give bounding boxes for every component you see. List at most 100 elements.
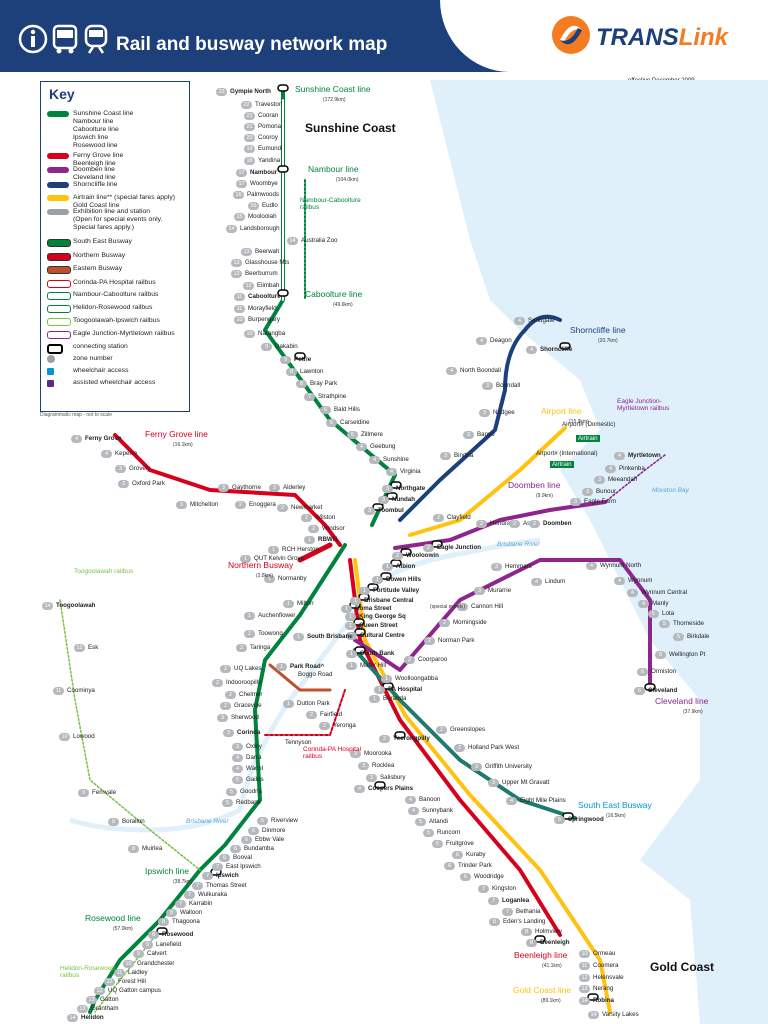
station-label[interactable]: Nerang [593, 985, 614, 992]
station-label[interactable]: Rosewood [162, 931, 194, 938]
station-label[interactable]: Sunnybank [422, 807, 453, 814]
station-label[interactable]: Walloon [180, 909, 203, 916]
station-label[interactable]: Gailes [246, 776, 264, 783]
station-label[interactable]: UQ Lakes [234, 665, 262, 672]
station-label[interactable]: South Brisbane [307, 633, 353, 640]
station-label[interactable]: Doomben [543, 520, 572, 527]
station-label[interactable]: Woolloongabba [395, 675, 438, 682]
station-label[interactable]: Banyo [477, 431, 495, 438]
station-label[interactable]: Lanefield [156, 941, 182, 948]
station-label[interactable]: Ebbw Vale [255, 836, 285, 843]
station-label[interactable]: Milton [297, 600, 314, 607]
station-label[interactable]: Coopers Plains [368, 785, 414, 792]
station-label[interactable]: Wynnum [628, 577, 653, 584]
station-label[interactable]: Fortitude Valley [373, 587, 420, 594]
station-label[interactable]: UQ Gatton campus [108, 987, 161, 994]
station-label[interactable]: Muirlea [142, 845, 163, 852]
station-label[interactable]: Nudgee [493, 409, 515, 416]
station-label[interactable]: Virginia [400, 468, 421, 475]
station-label[interactable]: Holland Park West [468, 744, 520, 751]
station-label[interactable]: South Bank [360, 650, 395, 657]
station-label[interactable]: Bunour [596, 488, 616, 495]
station-label[interactable]: Coomera [593, 962, 619, 969]
station-label[interactable]: Salisbury [380, 774, 406, 781]
station-label[interactable]: Dinmore [262, 827, 286, 834]
station-label[interactable]: Moorooka [364, 750, 392, 757]
station-label[interactable]: North Boondall [460, 367, 501, 374]
station-label[interactable]: Ormeau [593, 950, 616, 957]
station-label[interactable]: Coorparoo [418, 656, 448, 663]
station-label[interactable]: Mooloolah [248, 213, 277, 220]
station-label[interactable]: Toogoolawah [56, 602, 96, 609]
station-label[interactable]: Karrabin [189, 900, 213, 907]
station-label[interactable]: Pomona [258, 123, 282, 130]
station-label[interactable]: Landsborough [240, 225, 280, 232]
station-label[interactable]: Indooroopilly [226, 679, 262, 686]
station-label[interactable]: Bethania [516, 908, 541, 915]
station-label[interactable]: Bundamba [244, 845, 274, 852]
station-label[interactable]: Upper Mt Gravatt [502, 779, 550, 786]
station-label[interactable]: East Ipswich [226, 863, 261, 870]
station-label[interactable]: Hemmant [505, 563, 532, 570]
station-label[interactable]: Calvert [147, 950, 167, 957]
station-label[interactable]: Australia Zoo [301, 237, 338, 244]
station-label[interactable]: Kingston [492, 885, 517, 892]
station-label[interactable]: Eagle Junction [437, 544, 482, 551]
station-label[interactable]: Eden's Landing [503, 918, 546, 925]
station-label[interactable]: Airport# (International) [536, 450, 598, 457]
station-label[interactable]: Forest Hill [118, 978, 146, 985]
station-label[interactable]: Ferny Grove [85, 435, 122, 442]
station-label[interactable]: Beerburrum [245, 270, 278, 277]
station-label[interactable]: Sunshine [383, 456, 409, 463]
station-label[interactable]: Yandina [258, 157, 281, 164]
station-label[interactable]: Wacol [246, 765, 263, 772]
station-label[interactable]: Myrtletown [628, 452, 661, 459]
station-label[interactable]: Alderley [283, 484, 306, 491]
station-label[interactable]: Taringa [250, 644, 271, 651]
station-label[interactable]: RBWH [318, 536, 338, 543]
station-label[interactable]: Lindum [545, 578, 566, 585]
station-label[interactable]: Enoggera [249, 501, 276, 508]
station-label[interactable]: Queen Street [359, 622, 398, 629]
station-label[interactable]: Airport# (Domestic) [562, 421, 616, 428]
station-label[interactable]: Strathpine [318, 393, 347, 400]
station-label[interactable]: Cooroy [258, 134, 278, 141]
station-label[interactable]: Graceville [234, 702, 262, 709]
station-label[interactable]: Carseldine [340, 419, 370, 426]
station-label[interactable]: Chelmer [239, 691, 263, 698]
station-label[interactable]: Windsor [322, 525, 345, 532]
station-label[interactable]: Grandchester [137, 960, 175, 967]
station-label[interactable]: Gatton [100, 996, 119, 1003]
station-label[interactable]: Northgate [396, 485, 426, 492]
station-label[interactable]: Boondall [496, 382, 521, 389]
station-label[interactable]: Dutton Park [297, 700, 330, 707]
station-label[interactable]: Helensvale [593, 974, 624, 981]
station-label[interactable]: Dakabin [275, 343, 298, 350]
station-label[interactable]: Gaythorne [232, 484, 261, 491]
station-label[interactable]: Trinder Park [458, 862, 492, 869]
station-label[interactable]: Pinkenba [619, 465, 645, 472]
station-label[interactable]: Burpengary [248, 316, 280, 323]
station-label[interactable]: Narangba [258, 330, 286, 337]
station-label[interactable]: Elimbah [257, 282, 280, 289]
station-label[interactable]: Lawnton [300, 368, 324, 375]
station-label[interactable]: Esk [88, 644, 99, 651]
station-label[interactable]: RCH Herston [282, 546, 319, 553]
station-label[interactable]: Bindha [454, 452, 474, 459]
station-label[interactable]: Grovely [129, 465, 151, 472]
station-label[interactable]: King George Sq [359, 613, 406, 620]
station-label[interactable]: Kuraby [466, 851, 486, 858]
station-label[interactable]: Buranda [383, 695, 407, 702]
station-label[interactable]: Cleveland [648, 687, 678, 694]
station-label[interactable]: Eagle Farm [584, 498, 616, 505]
station-label[interactable]: Caboolture [248, 293, 281, 300]
station-label[interactable]: Morayfield [248, 305, 277, 312]
station-label[interactable]: Thorneside [673, 620, 704, 627]
station-label[interactable]: Meeandah [608, 476, 638, 483]
station-label[interactable]: Geebung [370, 443, 396, 450]
station-label[interactable]: Oxford Park [132, 480, 166, 487]
station-label[interactable]: Wulkuraka [198, 891, 228, 898]
station-label[interactable]: Helidon [81, 1014, 104, 1021]
station-label[interactable]: Thagoona [172, 918, 200, 925]
station-label[interactable]: Fairfield [320, 711, 343, 718]
